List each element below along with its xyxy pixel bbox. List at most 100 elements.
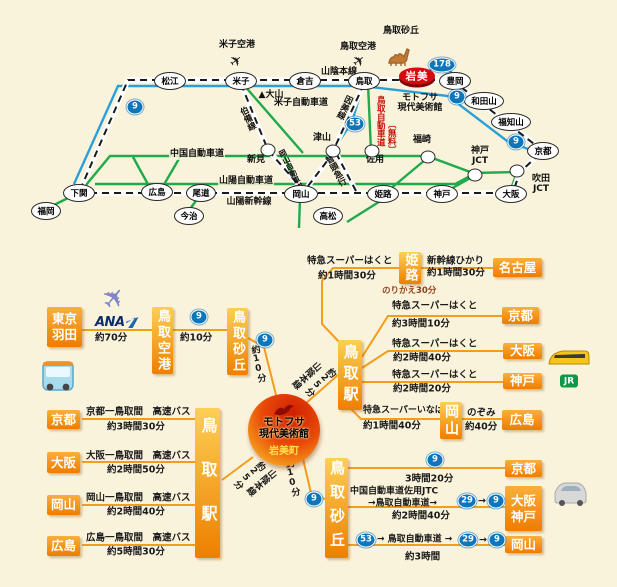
ana-logo: ANA (95, 315, 139, 330)
inaba-time: 約1時間40分 (363, 420, 421, 432)
diagram-connector-lines (82, 267, 505, 546)
exp-hiroshima-branch-2 (160, 156, 182, 189)
hiroshima-box-bus: 広島 (47, 536, 80, 556)
tottori-sakyu-label: 鳥取砂丘 (382, 26, 420, 37)
osaka-box-rail: 大阪 (503, 343, 542, 359)
kobe-rail-label: 神戸 (509, 373, 535, 389)
museum-circle: モトフサ 現代美術館 岩美町 (248, 394, 320, 466)
tottori-sakyu-box-bottom: 鳥取砂丘 (325, 458, 348, 558)
exp-tottori-line (366, 83, 373, 152)
route53-badge-car: 53 (356, 532, 376, 548)
sanyo-exp-label: 山陽自動車道 (217, 176, 275, 187)
tottori-station-box-rail: 鳥取駅 (338, 340, 362, 410)
kobe-car-label: 神戸 (510, 508, 536, 524)
hakuto-kobe-label: 特急スーパーはくと (392, 369, 478, 381)
osaka-bus-label: 大阪 (50, 454, 76, 470)
exp-hiroshima-branch-1 (131, 156, 152, 189)
inaba-label: 特急スーパーいなば (363, 405, 444, 416)
station-tottori: 鳥取 (348, 72, 380, 90)
kyoto-car-label: 京都 (510, 460, 536, 476)
route9-badge-kyoto: 9 (507, 134, 525, 150)
station-osaka: 大阪 (495, 185, 527, 203)
bus-osaka-time: 約2時間50分 (107, 464, 165, 476)
via-tottori-exp-label: →鳥取自動車道→ (368, 498, 438, 509)
junction-fukusaki (420, 150, 436, 164)
hiroshima-rail-label: 広島 (509, 412, 535, 428)
haneda-label: 羽田 (51, 327, 77, 342)
route9-badge-sakyu-museum: 9 (256, 332, 274, 348)
junction-kobe-jct (467, 168, 483, 182)
kyoto-box-car: 京都 (505, 460, 542, 477)
kobe-jct-label-2: JCT (471, 156, 489, 167)
museum-name-1: モトフサ (263, 416, 305, 429)
station-kyoto: 京都 (527, 142, 559, 160)
exp-okayama-south (297, 197, 302, 229)
osaka-car-label: 大阪 (510, 492, 536, 508)
kyoto-bus-label: 京都 (50, 411, 76, 427)
station-okayama: 岡山 (284, 185, 318, 203)
station-himeji: 姫路 (367, 185, 399, 203)
tokyo-label: 東京 (51, 311, 77, 327)
station-onomichi: 尾道 (186, 184, 216, 202)
okayama-car-label: 岡山 (510, 536, 536, 552)
car-osaka-time: 約2時間40分 (392, 510, 450, 522)
hakuto-osaka-time: 約2時間40分 (393, 352, 451, 364)
station-kurayoshi: 倉吉 (289, 72, 321, 90)
ana-swoosh-icon (125, 317, 139, 328)
car-okayama-time: 約3時間 (405, 551, 441, 563)
hiroshima-bus-label: 広島 (50, 538, 76, 554)
tottori-exp-label: 鳥取自動車道 (375, 95, 386, 147)
museum-map-label-2: 現代美術館 (397, 103, 443, 114)
kyoto-rail-label: 京都 (507, 307, 533, 323)
route29-badge-osaka: 29 (457, 493, 477, 509)
iwami-badge: 岩美 (399, 67, 435, 85)
station-imabari: 今治 (174, 207, 204, 225)
conn-museum-station (304, 374, 339, 405)
station-fukuoka: 福岡 (31, 202, 61, 220)
suita-jct-label-1: 吹田 (531, 174, 551, 185)
shinkansen-icon (548, 350, 590, 365)
junction-sayo (364, 144, 380, 158)
kobe-box-rail: 神戸 (503, 373, 542, 389)
conn-station-himeji (321, 267, 399, 345)
station-kobe: 神戸 (426, 185, 458, 203)
conn-station-kyoto (361, 315, 502, 358)
station-hiroshima: 広島 (141, 183, 173, 201)
arrow-okayama: → (479, 534, 487, 546)
kobe-jct-label-1: 神戸 (470, 146, 490, 157)
route9-badge-toyooka: 9 (448, 89, 466, 105)
tottori-exp-free-label: 〔無料〕 (386, 120, 397, 154)
okayama-bus-label: 岡山 (50, 497, 76, 513)
station-toyooka: 豊岡 (439, 72, 471, 90)
conn-station-osaka (361, 350, 503, 369)
junction-niimi (260, 143, 276, 157)
hakuto-kobe-time: 約2時間20分 (393, 383, 451, 395)
bus-okayama-time: 約2時間40分 (107, 506, 165, 518)
nozomi-time: 約40分 (465, 421, 498, 433)
osaka-rail-label: 大阪 (509, 343, 535, 359)
hiroshima-box-rail: 広島 (502, 410, 542, 430)
hikari-label: 新幹線ひかり (427, 255, 485, 267)
yonago-airport-label: 米子空港 (218, 40, 256, 51)
exp-himeji-south (346, 198, 383, 224)
transfer-note: のりかえ30分 (382, 285, 437, 296)
daisen-label: ▲大山 (258, 90, 284, 101)
osaka-kobe-box: 大阪 神戸 (505, 486, 542, 531)
hakuto-himeji-label: 特急スーパーはくと (307, 255, 393, 267)
rail-tsuyama-line (304, 151, 335, 191)
tottori-sakyu-box-top: 鳥取砂丘 (227, 308, 248, 375)
exp-himeji-fukusaki (388, 159, 426, 191)
arrow-osaka: → (478, 495, 486, 507)
okayama-box-bus: 岡山 (47, 495, 80, 515)
chugoku-exp-label: 中国自動車道 (168, 149, 226, 160)
station-matsue: 松江 (154, 72, 186, 90)
route9-badge-car-osaka: 9 (487, 493, 505, 509)
station-takamatsu: 高松 (313, 207, 343, 225)
exp-yonago-line (242, 83, 304, 154)
route178-badge: 178 (428, 57, 456, 73)
suita-jct-label-2: JCT (532, 184, 550, 195)
junction-suita-jct (509, 164, 525, 178)
kyoto-box-bus: 京都 (47, 410, 80, 429)
airport-sakyu-time: 約10分 (180, 332, 213, 344)
bus-icon (42, 361, 74, 391)
